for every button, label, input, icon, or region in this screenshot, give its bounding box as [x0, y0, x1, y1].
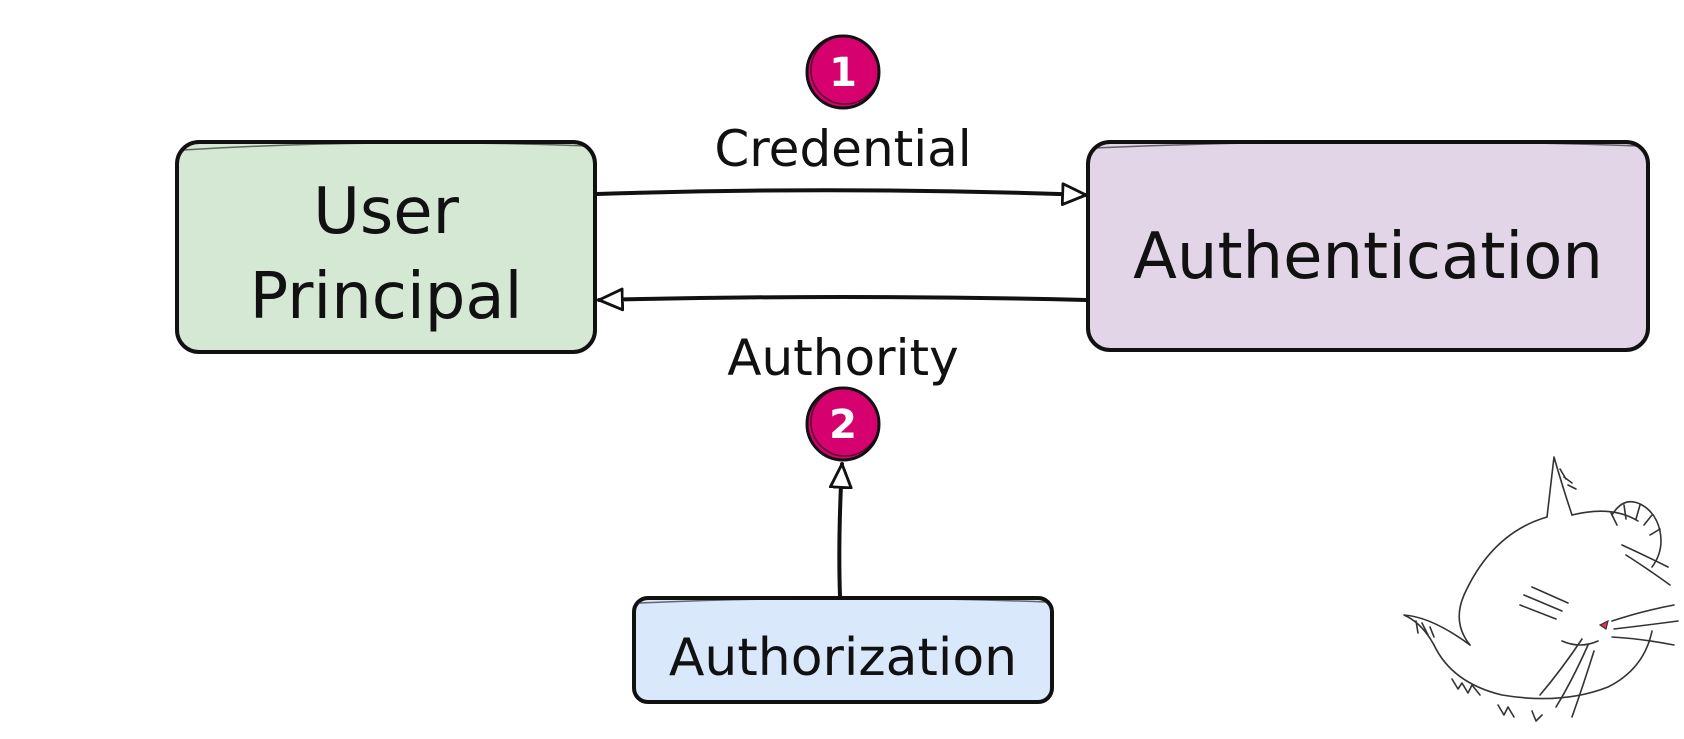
authentication-label: Authentication [1133, 220, 1603, 294]
authorization-node[interactable]: Authorization [632, 596, 1054, 704]
credential-label: Credential [714, 120, 971, 178]
step-2-number: 2 [829, 402, 857, 448]
credential-edge[interactable] [595, 190, 1088, 195]
step-1-number: 1 [829, 50, 857, 96]
sleeping-cat-doodle-icon [1403, 456, 1679, 722]
user-principal-label-line1: User [313, 175, 460, 249]
authorization-label: Authorization [669, 628, 1017, 688]
step-2-badge: 2 [805, 386, 881, 462]
user-principal-label-line2: Principal [250, 260, 523, 334]
authority-label: Authority [727, 329, 958, 387]
step-1-badge: 1 [805, 34, 881, 110]
authority-edge[interactable] [597, 297, 1088, 300]
authentication-node[interactable]: Authentication [1086, 140, 1650, 352]
user-principal-node[interactable]: User Principal [175, 140, 597, 354]
authorization-edge[interactable] [839, 462, 842, 598]
